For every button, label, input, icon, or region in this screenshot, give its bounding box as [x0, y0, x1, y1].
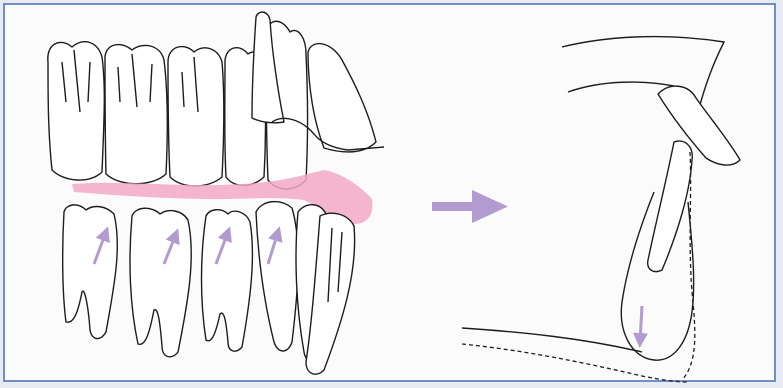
upper-teeth	[48, 12, 384, 189]
lower-molar-3	[63, 205, 118, 339]
upper-incisor	[308, 44, 376, 152]
lower-teeth	[63, 202, 355, 375]
lower-molar-1	[202, 210, 253, 351]
down-arrow-icon	[640, 306, 642, 342]
upper-jaw-outline	[562, 37, 724, 112]
lower-incisor-profile	[648, 141, 693, 272]
dental-diagram	[5, 5, 778, 384]
lower-premolar-2	[256, 202, 298, 351]
upper-molar-1	[168, 47, 224, 186]
profile-view	[462, 37, 740, 382]
upper-molar-3	[48, 42, 105, 180]
upper-incisor-profile	[658, 86, 740, 165]
lower-molar-2	[130, 208, 191, 357]
right-arrow-icon	[432, 190, 508, 223]
figure-frame	[3, 3, 776, 382]
upper-molar-2	[105, 45, 167, 184]
